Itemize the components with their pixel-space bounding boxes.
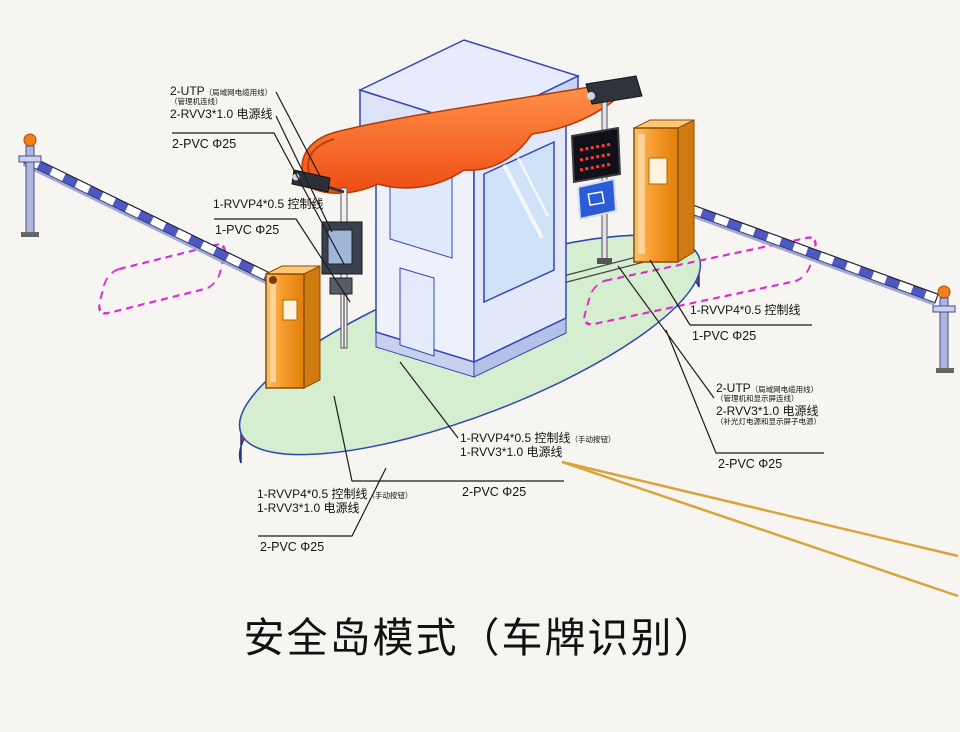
booth-window-right <box>483 140 555 304</box>
barrier-arm-right <box>686 203 939 304</box>
label-entry-control-conduit: 1-PVC Φ25 <box>215 223 280 237</box>
cable-note: （管理机连线） <box>170 97 223 107</box>
label-entry-control: 1-RVVP4*0.5 控制线 <box>213 197 324 211</box>
arm-pivot <box>269 276 277 284</box>
cable-note: （局域网电缆用线） <box>204 88 273 97</box>
ground-loop-left <box>98 243 226 315</box>
exit-camera <box>585 75 643 105</box>
entry-barrier-gate <box>18 133 321 389</box>
cable-spec: 2-RVV3*1.0 电源线 <box>170 107 273 121</box>
arm-rest-cap <box>23 133 37 147</box>
cable-spec: 2-RVV3*1.0 电源线 <box>716 404 819 418</box>
cable-note: （手动按钮） <box>570 435 616 444</box>
cable-note: （补光灯电源和显示屏子电源） <box>716 417 821 427</box>
cable-spec: 1-RVVP4*0.5 控制线（手动按钮） <box>257 487 413 501</box>
cable-spec: 2-UTP（局域网电缆用线） <box>170 84 273 98</box>
exit-display-pole <box>570 75 643 264</box>
cable-spec: 2-UTP（局域网电缆用线） <box>716 381 819 395</box>
leader-lines <box>172 91 824 537</box>
exit-barrier-gate <box>633 119 956 373</box>
label-booth-conduit: 2-PVC Φ25 <box>462 485 527 499</box>
entry-camera <box>291 169 331 193</box>
diagram-title: 安全岛模式（车牌识别） <box>243 615 717 661</box>
cable-spec: 1-RVVP4*0.5 控制线（手动按钮） <box>460 431 616 445</box>
cable-note: （局域网电缆用线） <box>750 385 819 394</box>
label-entry-conduit: 2-PVC Φ25 <box>172 137 237 151</box>
label-exit-control: 1-RVVP4*0.5 控制线 <box>690 303 801 317</box>
arm-rest-cap <box>937 285 951 299</box>
label-entry-cables: 2-UTP（局域网电缆用线） （管理机连线） 2-RVV3*1.0 电源线 <box>170 84 273 121</box>
cable-spec: 1-RVVP4*0.5 控制线 <box>690 303 801 317</box>
road-edge-lines <box>561 460 959 598</box>
fill-light-panel <box>576 177 618 221</box>
junction-box <box>329 277 353 295</box>
label-barrier-conduit: 2-PVC Φ25 <box>260 540 325 554</box>
label-display-cables: 2-UTP（局域网电缆用线） （管理机和显示屏连线） 2-RVV3*1.0 电源… <box>716 381 821 427</box>
label-booth-cables: 1-RVVP4*0.5 控制线（手动按钮） 1-RVV3*1.0 电源线 <box>460 431 616 459</box>
led-display <box>570 126 622 184</box>
label-exit-control-conduit: 1-PVC Φ25 <box>692 329 757 343</box>
label-display-conduit: 2-PVC Φ25 <box>718 457 783 471</box>
cable-spec: 1-RVV3*1.0 电源线 <box>460 445 563 460</box>
cable-note: （手动按钮） <box>367 491 413 500</box>
guard-booth <box>357 39 581 378</box>
cable-spec: 1-RVVP4*0.5 控制线 <box>213 197 324 211</box>
cable-note: （管理机和显示屏连线） <box>716 394 799 404</box>
cable-spec: 1-RVV3*1.0 电源线 <box>257 501 360 516</box>
camera-lens <box>292 173 300 181</box>
entry-camera-pole <box>291 169 363 349</box>
label-barrier-cables: 1-RVVP4*0.5 控制线（手动按钮） 1-RVV3*1.0 电源线 <box>257 487 413 515</box>
camera-lens <box>587 92 595 100</box>
booth-door <box>399 267 435 357</box>
